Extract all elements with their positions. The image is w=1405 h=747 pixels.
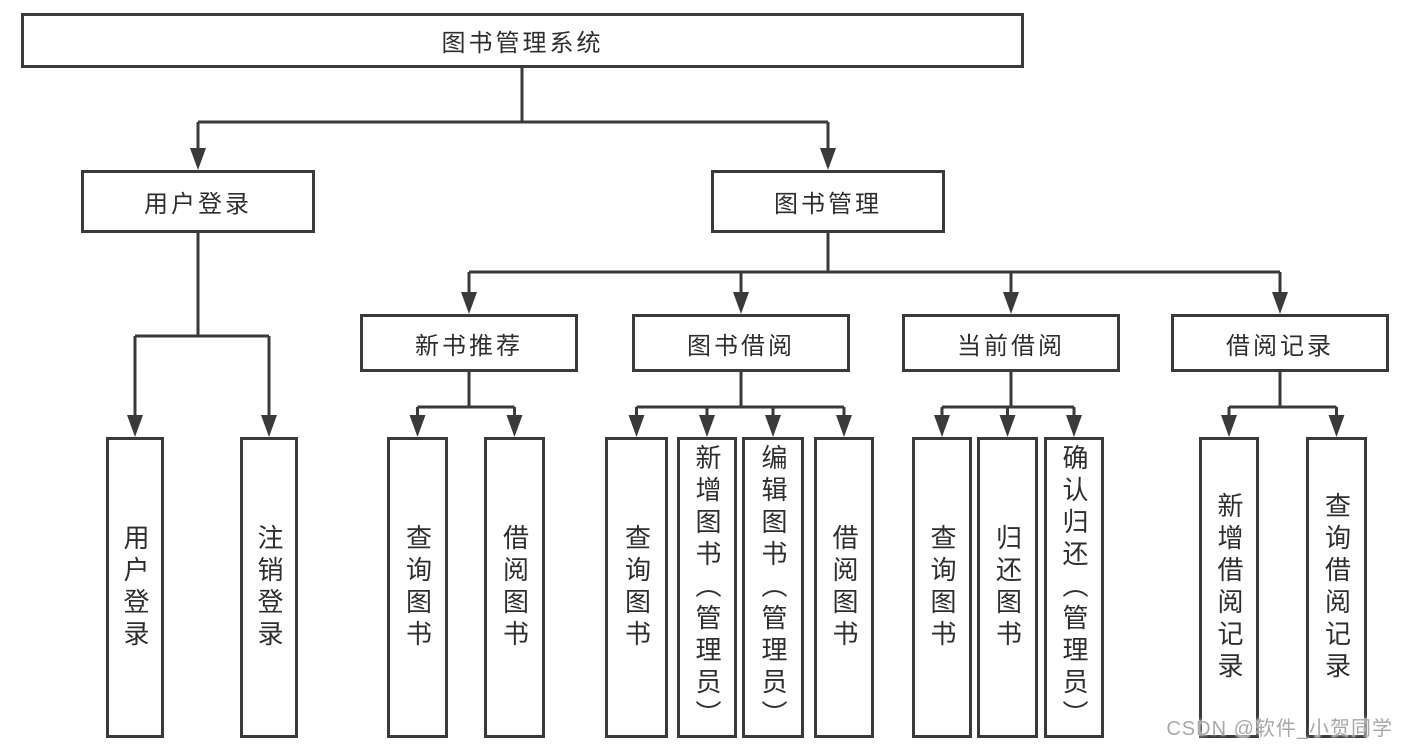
- leaf-add-borrow-record: 新增借阅记录: [1199, 437, 1259, 738]
- node-label: 查询图书: [927, 523, 957, 652]
- node-label: 查询图书: [402, 523, 433, 652]
- csdn-watermark: CSDN @软件_小贺同学: [1166, 718, 1393, 740]
- leaf-query-books-recommend: 查询图书: [387, 437, 448, 738]
- node-label: 新增借阅记录: [1214, 491, 1244, 684]
- node-label: 确认归还（管理员）: [1059, 443, 1089, 732]
- leaf-edit-book-admin: 编辑图书（管理员）: [742, 437, 804, 738]
- node-current-borrowing: 当前借阅: [902, 314, 1120, 372]
- node-label: 借阅图书: [499, 523, 530, 652]
- leaf-logout: 注销登录: [240, 437, 298, 738]
- node-label: 编辑图书（管理员）: [758, 443, 788, 732]
- node-label: 用户登录: [144, 191, 252, 218]
- node-label: 图书管理系统: [441, 30, 604, 57]
- node-label: 新书推荐: [415, 332, 523, 360]
- node-book-management: 图书管理: [711, 170, 945, 233]
- leaf-borrow-books-borrowing: 借阅图书: [814, 437, 874, 738]
- node-library-management-system: 图书管理系统: [21, 13, 1024, 68]
- leaf-query-books-current: 查询图书: [912, 437, 972, 738]
- leaf-query-borrow-record: 查询借阅记录: [1306, 437, 1367, 738]
- leaf-query-books-borrowing: 查询图书: [605, 437, 668, 738]
- node-borrowing-records: 借阅记录: [1171, 314, 1389, 372]
- node-label: 归还图书: [992, 523, 1023, 652]
- node-label: 当前借阅: [957, 332, 1065, 360]
- node-label: 用户登录: [120, 523, 150, 652]
- node-label: 注销登录: [254, 523, 284, 652]
- node-new-book-recommendation: 新书推荐: [360, 314, 578, 372]
- leaf-confirm-return-admin: 确认归还（管理员）: [1044, 437, 1104, 738]
- node-book-borrowing: 图书借阅: [632, 314, 850, 372]
- leaf-user-login: 用户登录: [106, 437, 164, 738]
- leaf-borrow-books-recommend: 借阅图书: [484, 437, 545, 738]
- leaf-add-book-admin: 新增图书（管理员）: [677, 437, 737, 738]
- arrowhead-icons: [127, 148, 1345, 437]
- node-label: 查询借阅记录: [1321, 491, 1352, 684]
- node-label: 图书借阅: [687, 332, 795, 360]
- node-label: 新增图书（管理员）: [692, 443, 722, 732]
- node-user-login: 用户登录: [81, 170, 315, 233]
- node-label: 查询图书: [621, 523, 652, 652]
- node-label: 借阅记录: [1226, 332, 1334, 360]
- connector-stems: [133, 68, 1338, 419]
- node-label: 借阅图书: [829, 523, 859, 652]
- leaf-return-books: 归还图书: [977, 437, 1038, 738]
- node-label: 图书管理: [774, 191, 882, 218]
